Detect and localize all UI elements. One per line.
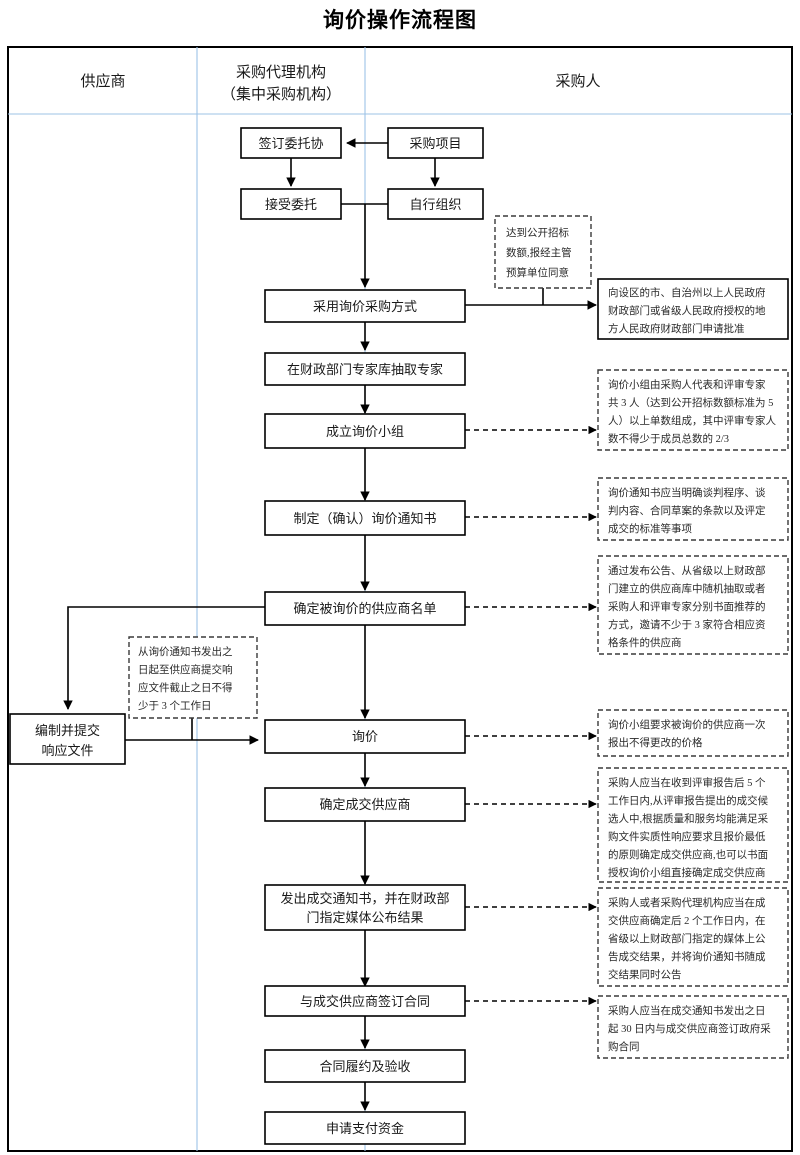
note-announce-result-line1: 采购人或者采购代理机构应当在成	[608, 896, 766, 909]
node-draw-experts[interactable]: 在财政部门专家库抽取专家	[264, 352, 466, 386]
note-supplier-selection-line1: 通过发布公告、从省级以上财政部	[608, 564, 766, 577]
note-announce-result-line4: 告成交结果，并将询价通知书随成	[608, 950, 766, 963]
note-one-time-quote: 询价小组要求被询价的供应商一次 报出不得更改的价格	[597, 709, 789, 757]
node-self-organize-label: 自行组织	[409, 197, 461, 212]
node-make-notice[interactable]: 制定（确认）询价通知书	[264, 500, 466, 536]
node-issue-notice[interactable]: 发出成交通知书，并在财政部 门指定媒体公布结果	[264, 884, 466, 931]
note-apply-approval-line2: 财政部门或省级人民政府授权的地	[608, 304, 766, 317]
node-make-notice-label: 制定（确认）询价通知书	[293, 511, 436, 526]
note-open-tender-threshold-line1: 达到公开招标	[506, 226, 569, 239]
note-group-composition-line1: 询价小组由采购人代表和评审专家	[608, 378, 766, 391]
note-open-tender-threshold-line2: 数额,报经主管	[506, 246, 572, 259]
node-adopt-inquiry[interactable]: 采用询价采购方式	[264, 289, 466, 323]
note-announce-result-line5: 交结果同时公告	[608, 968, 682, 981]
node-procure-project[interactable]: 采购项目	[387, 127, 484, 159]
note-group-composition-line3: 人）以上单数组成，其中评审专家人	[608, 414, 776, 427]
node-inquiry[interactable]: 询价	[264, 719, 466, 754]
note-supplier-selection-line3: 采购人和评审专家分别书面推荐的	[608, 600, 766, 613]
node-sign-contract-label: 与成交供应商签订合同	[300, 994, 430, 1009]
note-open-tender-threshold-line3: 预算单位同意	[506, 266, 569, 279]
note-response-deadline-line1: 从询价通知书发出之	[138, 645, 233, 658]
note-group-composition: 询价小组由采购人代表和评审专家 共 3 人（达到公开招标数额标准为 5 人）以上…	[597, 369, 789, 451]
note-apply-approval-line3: 方人民政府财政部门申请批准	[608, 322, 745, 335]
node-apply-payment[interactable]: 申请支付资金	[264, 1111, 466, 1145]
note-apply-approval-line1: 向设区的市、自治州以上人民政府	[608, 286, 766, 299]
column-header-supplier: 供应商	[80, 72, 125, 90]
note-winner-determination-line6: 授权询价小组直接确定成交供应商	[608, 866, 766, 879]
node-prepare-response[interactable]: 编制并提交 响应文件	[9, 713, 126, 765]
note-winner-determination-line4: 购文件实质性响应要求且报价最低	[608, 830, 766, 843]
node-form-group[interactable]: 成立询价小组	[264, 413, 466, 449]
node-adopt-inquiry-label: 采用询价采购方式	[313, 299, 417, 314]
node-accept-entrust[interactable]: 接受委托	[240, 188, 342, 220]
note-notice-content-line1: 询价通知书应当明确谈判程序、谈	[608, 486, 766, 499]
node-sign-entrust-label: 签订委托协	[258, 136, 323, 151]
page-title: 询价操作流程图	[323, 9, 477, 32]
note-supplier-selection-line2: 门建立的供应商库中随机抽取或者	[608, 582, 766, 595]
note-notice-content: 询价通知书应当明确谈判程序、谈 判内容、合同草案的条款以及评定 成交的标准等事项	[597, 477, 789, 541]
note-supplier-selection-line5: 格条件的供应商	[608, 636, 682, 649]
node-confirm-supplier-list-label: 确定被询价的供应商名单	[293, 601, 436, 616]
note-winner-determination-line1: 采购人应当在收到评审报告后 5 个	[608, 776, 766, 789]
node-confirm-supplier-list[interactable]: 确定被询价的供应商名单	[264, 591, 466, 626]
note-group-composition-line2: 共 3 人（达到公开招标数额标准为 5	[608, 396, 773, 409]
connector-list-to-prepare	[63, 606, 265, 710]
node-self-organize[interactable]: 自行组织	[387, 188, 484, 220]
node-inquiry-label: 询价	[352, 729, 378, 744]
note-supplier-selection: 通过发布公告、从省级以上财政部 门建立的供应商库中随机抽取或者 采购人和评审专家…	[597, 555, 789, 655]
note-contract-deadline-line2: 起 30 日内与成交供应商签订政府采	[608, 1022, 771, 1035]
note-contract-deadline-line3: 购合同	[608, 1040, 640, 1053]
note-announce-result-line2: 交供应商确定后 2 个工作日内，在	[608, 914, 766, 927]
node-issue-notice-line2: 门指定媒体公布结果	[306, 910, 423, 925]
node-draw-experts-label: 在财政部门专家库抽取专家	[287, 362, 443, 377]
note-winner-determination: 采购人应当在收到评审报告后 5 个 工作日内,从评审报告提出的成交候 选人中,根…	[597, 767, 789, 883]
node-form-group-label: 成立询价小组	[326, 424, 404, 439]
note-response-deadline-line3: 应文件截止之日不得	[138, 681, 233, 694]
node-perform-accept[interactable]: 合同履约及验收	[264, 1049, 466, 1083]
note-contract-deadline: 采购人应当在成交通知书发出之日 起 30 日内与成交供应商签订政府采 购合同	[597, 995, 789, 1059]
note-notice-content-line2: 判内容、合同草案的条款以及评定	[608, 504, 766, 517]
column-header-agency-line2: （集中采购机构）	[221, 86, 341, 103]
node-procure-project-label: 采购项目	[409, 136, 461, 151]
node-confirm-winner[interactable]: 确定成交供应商	[264, 787, 466, 822]
node-sign-contract[interactable]: 与成交供应商签订合同	[264, 985, 466, 1017]
node-issue-notice-line1: 发出成交通知书，并在财政部	[280, 891, 449, 906]
note-response-deadline-line2: 日起至供应商提交响	[138, 663, 233, 676]
note-one-time-quote-line1: 询价小组要求被询价的供应商一次	[608, 718, 766, 731]
node-accept-entrust-label: 接受委托	[265, 197, 317, 212]
connector-merge-to-adopt	[341, 203, 388, 287]
note-winner-determination-line3: 选人中,根据质量和服务均能满足采	[608, 812, 769, 825]
note-open-tender-threshold: 达到公开招标 数额,报经主管 预算单位同意	[494, 215, 592, 289]
note-notice-content-line3: 成交的标准等事项	[608, 522, 692, 535]
note-group-composition-line4: 数不得少于成员总数的 2/3	[608, 432, 729, 445]
node-apply-payment-label: 申请支付资金	[326, 1121, 404, 1136]
node-sign-entrust[interactable]: 签订委托协	[240, 127, 342, 159]
note-apply-approval: 向设区的市、自治州以上人民政府 财政部门或省级人民政府授权的地 方人民政府财政部…	[597, 278, 789, 340]
diagram-border	[7, 46, 793, 1152]
note-response-deadline: 从询价通知书发出之 日起至供应商提交响 应文件截止之日不得 少于 3 个工作日	[128, 636, 258, 719]
note-winner-determination-line2: 工作日内,从评审报告提出的成交候	[608, 794, 769, 807]
note-winner-determination-line5: 的原则确定成交供应商,也可以书面	[608, 848, 768, 861]
column-header-agency-line1: 采购代理机构	[236, 64, 326, 81]
column-header-purchaser: 采购人	[555, 73, 600, 90]
note-announce-result-line3: 省级以上财政部门指定的媒体上公	[608, 932, 766, 945]
node-prepare-response-line1: 编制并提交	[35, 723, 100, 738]
note-supplier-selection-line4: 方式，邀请不少于 3 家符合相应资	[608, 618, 766, 631]
note-response-deadline-line4: 少于 3 个工作日	[138, 700, 212, 712]
node-perform-accept-label: 合同履约及验收	[319, 1059, 410, 1074]
note-announce-result: 采购人或者采购代理机构应当在成 交供应商确定后 2 个工作日内，在 省级以上财政…	[597, 887, 789, 987]
node-prepare-response-line2: 响应文件	[41, 743, 93, 758]
node-confirm-winner-label: 确定成交供应商	[319, 797, 410, 812]
note-contract-deadline-line1: 采购人应当在成交通知书发出之日	[608, 1004, 766, 1017]
note-one-time-quote-line2: 报出不得更改的价格	[608, 736, 703, 749]
